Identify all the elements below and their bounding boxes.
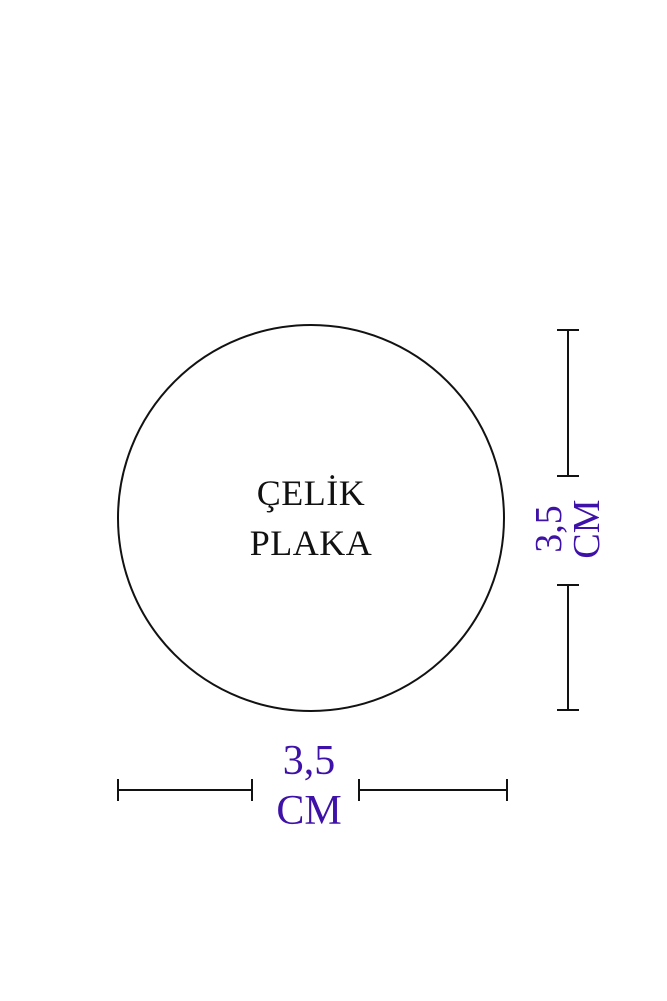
dimension-tick-icon: [557, 709, 579, 711]
horizontal-dimension-label: 3,5 CM: [276, 736, 341, 837]
horizontal-dimension-unit: CM: [276, 788, 342, 835]
dimension-tick-icon: [117, 779, 119, 801]
vertical-dimension-label: 3,5 CM: [528, 499, 608, 559]
vertical-dimension-value: 3,5: [528, 505, 570, 553]
dimension-tick-icon: [557, 584, 579, 586]
dimension-line: [119, 789, 251, 791]
horizontal-dimension-value: 3,5: [282, 738, 336, 784]
dimension-line: [567, 586, 569, 709]
plate-label-line2: PLAKA: [249, 523, 373, 563]
plate-label: ÇELİK PLAKA: [250, 468, 373, 569]
dimension-tick-icon: [251, 779, 253, 801]
horizontal-dimension-line-right: [358, 779, 508, 801]
dimension-tick-icon: [358, 779, 360, 801]
plate-label-line1: ÇELİK: [256, 472, 366, 513]
dimension-tick-icon: [506, 779, 508, 801]
dimension-line: [360, 789, 506, 791]
steel-plate-circle: ÇELİK PLAKA: [117, 324, 505, 712]
horizontal-dimension-line-left: [117, 779, 253, 801]
dimension-tick-icon: [557, 329, 579, 331]
dimension-tick-icon: [557, 475, 579, 477]
dimension-line: [567, 331, 569, 475]
vertical-dimension-unit: CM: [566, 499, 608, 559]
vertical-dimension-line-lower: [557, 584, 579, 711]
vertical-dimension-line-upper: [557, 329, 579, 477]
